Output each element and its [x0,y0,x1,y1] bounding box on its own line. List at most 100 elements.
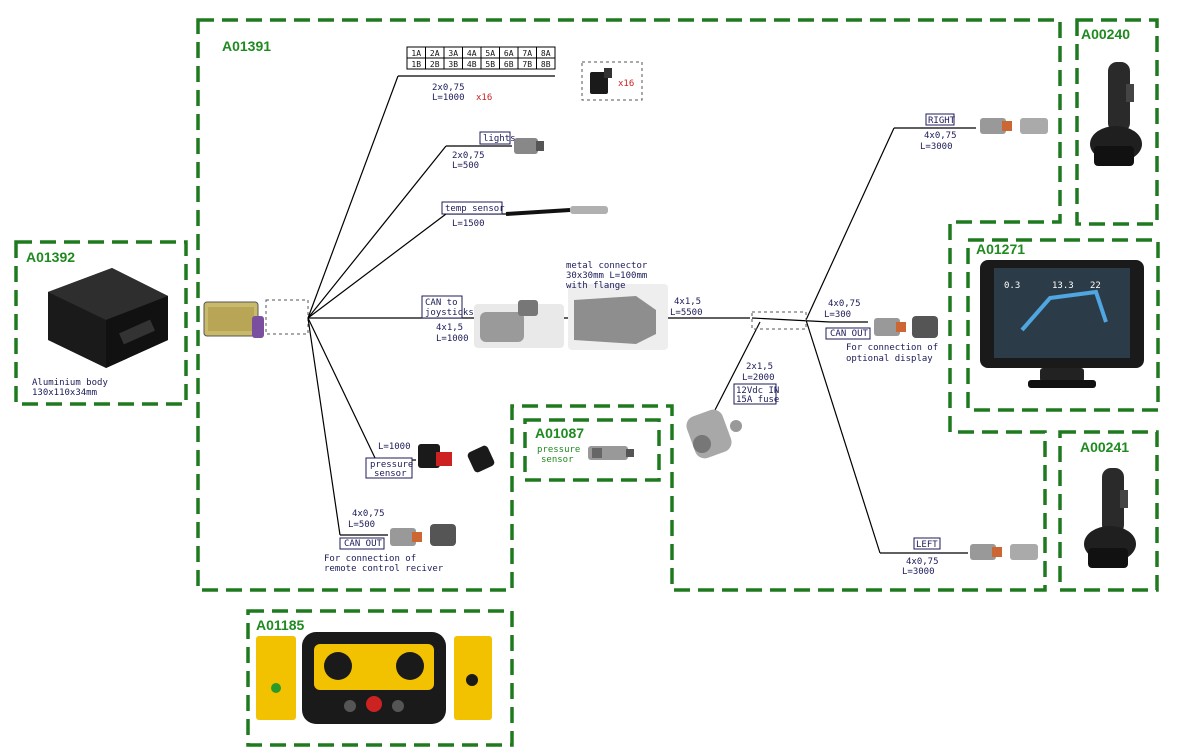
display-value-2: 13.3 [1052,281,1074,291]
can-out-right-length-label: L=300 [824,310,851,320]
can-out-right-tag: CAN OUT [830,329,869,339]
module-code-a01392: A01392 [26,249,75,265]
can-out-left-note-line2: remote control reciver [324,564,444,574]
can-out-left-tag-box [339,537,385,550]
pressure-tag-line2: sensor [374,469,407,479]
module-code-a01271: A01271 [976,241,1025,257]
metal-connector-label-line2: 30x30mm L=100mm [566,271,647,281]
fuse-cell-3a: 3A [448,49,458,58]
lights-length-label: L=500 [452,161,479,171]
frame-a01271 [966,238,1160,412]
frame-a00240 [1075,18,1159,226]
fuse-cell-3b: 3B [448,60,458,69]
power-length-label: L=2000 [742,373,775,383]
fuse-cell-5b: 5B [485,60,495,69]
display-value-3: 22 [1090,281,1101,291]
can-out-left-cable-label: 4x0,75 [352,509,385,519]
fuse-cell-7b: 7B [522,60,532,69]
fuse-cell-2b: 2B [430,60,440,69]
fuse-table [406,46,556,70]
fuse-cell-4a: 4A [467,49,477,58]
metal-connector-label-line3: with flange [566,281,626,291]
right-connector-image [980,118,1048,134]
power-connector-image [686,409,742,459]
fuse-cell-5a: 5A [485,49,495,58]
fuse-multiplier-label: x16 [476,93,492,103]
can-out-left-length-label: L=500 [348,520,375,530]
pressure-tag-line1: pressure [370,460,413,470]
temp-sensor-image [505,206,608,216]
left-tag: LEFT [916,540,938,550]
lights-tag: lights [483,134,516,144]
can-out-left-tag: CAN OUT [344,539,383,549]
a01087-label-line2: sensor [541,455,574,465]
can-joysticks-tag-box [421,295,463,319]
can-out-left-note-line1: For connection of [324,554,416,564]
fuse-cell-7a: 7A [522,49,532,58]
fuse-cell-8b: 8B [541,60,551,69]
pressure-length-label: L=1000 [378,442,411,452]
ecu-size-label: 130x110x34mm [32,388,97,398]
a01087-label-line1: pressure [537,445,580,455]
left-connector-image [970,544,1038,560]
fuse-cell-2a: 2A [430,49,440,58]
temp-tag-box [441,201,503,215]
left-tag-box [913,537,941,550]
can-out-right-connector-image [874,316,938,338]
frame-a00241 [1058,430,1159,592]
main-cable-label: 4x1,5 [674,297,701,307]
right-cable-label: 4x0,75 [924,131,957,141]
can-joysticks-cable-label: 4x1,5 [436,323,463,333]
right-length-label: L=3000 [920,142,953,152]
lights-connector-image [514,138,544,154]
can-out-right-cable-label: 4x0,75 [828,299,861,309]
can-out-right-tag-box [825,327,871,340]
frame-a01392 [14,240,188,406]
can-out-left-connector-image [390,524,456,546]
module-code-a00241: A00241 [1080,439,1129,455]
temp-tag: temp sensor [445,204,505,214]
can-joysticks-length-label: L=1000 [436,334,469,344]
module-code-a01087: A01087 [535,425,584,441]
frame-a01185 [246,609,514,747]
left-length-label: L=3000 [902,567,935,577]
power-note-fuse: 15A fuse [736,395,779,405]
joystick-a00240-image [1090,62,1142,166]
right-tag-box [925,113,955,126]
joystick-a00241-image [1084,468,1136,568]
module-code-a01185: A01185 [256,617,304,633]
fuse-cell-6b: 6B [504,60,514,69]
ecu-body-label: Aluminium body [32,378,108,388]
metal-connector-image [474,284,668,350]
pressure-tag-box [365,457,413,479]
module-code-a00240: A00240 [1081,26,1130,42]
ecu-controller-image [48,268,168,368]
frame-a01391 [196,18,1062,592]
fuse-cable-label: 2x0,75 [432,83,465,93]
splice-box-right [751,311,807,330]
module-code-a01391: A01391 [222,38,271,54]
power-tag-box [733,383,777,405]
power-note-voltage: 12Vdc IN [736,386,779,396]
remote-control-a01185-image [256,632,492,724]
left-cable-label: 4x0,75 [906,557,939,567]
can-joysticks-tag-line1: CAN to [425,298,458,308]
fuse-cell-6a: 6A [504,49,514,58]
fuse-length-label: L=1000 [432,93,465,103]
fuse-holder-box [581,61,643,101]
right-tag: RIGHT [928,116,956,126]
ecu-connector-image [203,301,264,338]
display-a01271-image [980,260,1144,388]
fuse-cell-1b: 1B [411,60,421,69]
temp-length-label: L=1500 [452,219,485,229]
fuse-cell-4b: 4B [467,60,477,69]
can-out-right-note-line1: For connection of [846,343,938,353]
main-length-label: L=5500 [670,308,703,318]
splice-box [265,299,309,335]
lights-tag-box [479,131,511,145]
fuse-cell-1a: 1A [411,49,421,58]
display-value-1: 0.3 [1004,281,1020,291]
pressure-sensor-image [588,446,634,460]
fuse-holder-image [590,68,612,94]
